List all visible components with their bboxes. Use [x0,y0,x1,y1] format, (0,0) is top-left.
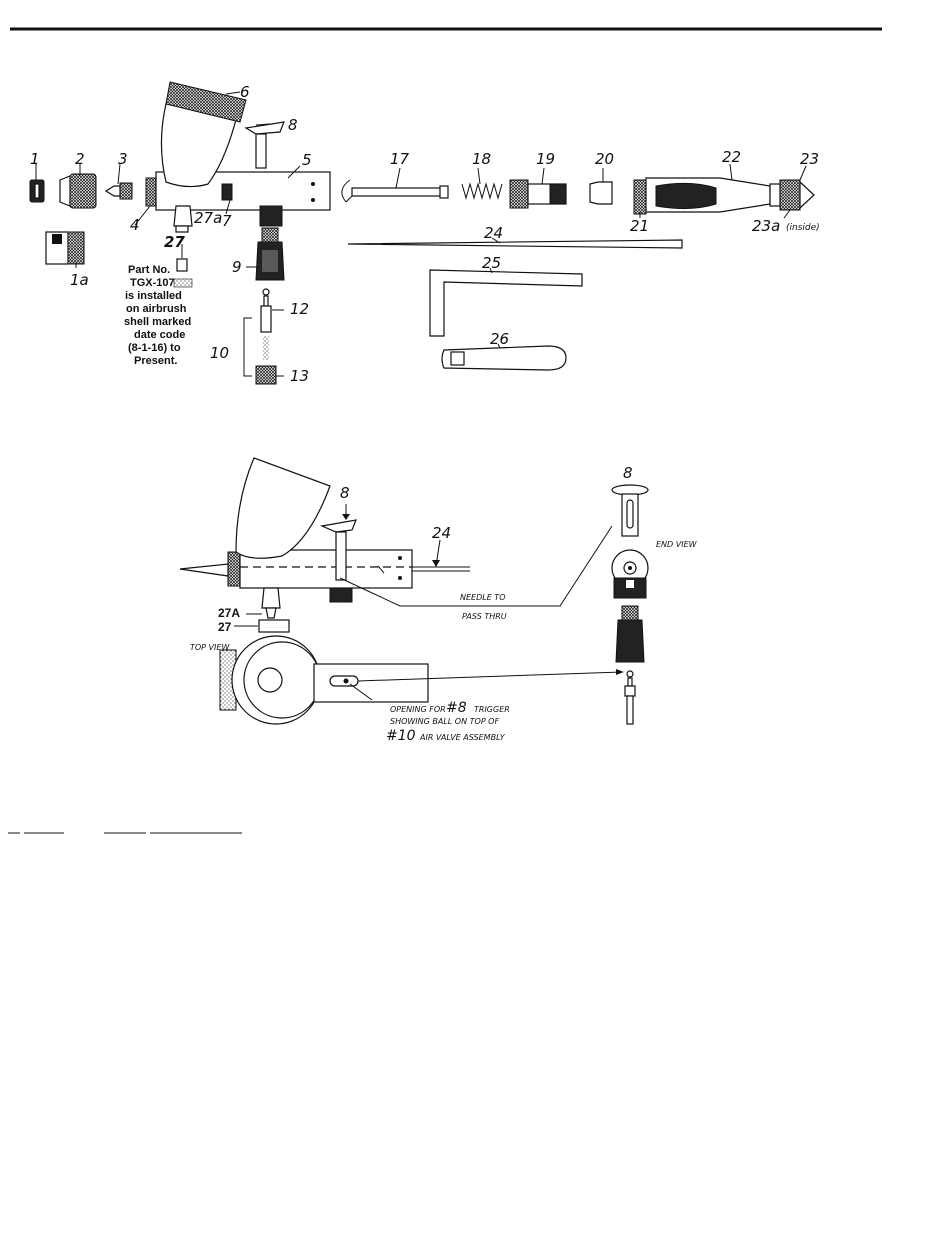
note-line-2: TGX-107 [130,277,175,289]
label-top-view: TOP VIEW [190,643,230,652]
label-opening-3a: #10 [386,728,416,744]
note-line-8: Present. [134,355,177,367]
part-6-color-cup [161,82,246,187]
label-opening-3b: AIR VALVE ASSEMBLY [419,733,506,742]
part-1-nozzle-cap [30,180,44,202]
part-26-wrench [442,346,566,370]
part-9-valve-housing [256,228,284,280]
callout-22: 22 [722,148,741,166]
callout-17: 17 [390,150,410,168]
callout-12: 12 [290,300,309,318]
note-line-7: (8-1-16) to [128,342,181,354]
exploded-view: 1 1a 2 3 4 5 6 7 8 9 10 12 13 17 18 19 2… [30,82,820,385]
callout-8: 8 [288,116,298,134]
part-24-needle [348,240,682,248]
note-line-3: is installed [125,290,182,302]
label-opening-1b: #8 [446,700,467,716]
label-trigger-8: 8 [340,484,350,502]
callout-3: 3 [118,150,128,168]
end-view-parts [612,485,648,724]
part-10-air-valve-assembly [244,289,276,384]
note-line-5: shell marked [124,316,191,328]
label-needle-note-2: PASS THRU [462,612,507,621]
part-19-spring-guide [510,180,566,208]
part-20-needle-chucking-nut [590,182,612,204]
callout-26: 26 [490,330,509,348]
label-opening-2: SHOWING BALL ON TOP OF [390,717,499,726]
part-8-trigger [246,122,284,168]
label-opening-1c: TRIGGER [474,705,510,714]
callout-21: 21 [630,217,649,235]
part-17-needle-chucking-guide [342,180,448,202]
label-27a: 27A [218,606,240,620]
callout-23a-inside: (inside) [786,223,820,233]
assembly-view: 8 24 27A 27 TOP VIEW END VIEW 8 NEEDLE T… [180,458,698,744]
part-3-nozzle [106,183,132,199]
note-line-1: Part No. [128,264,170,276]
label-27: 27 [218,620,232,634]
callout-18: 18 [472,150,491,168]
assembled-airbrush-side [180,458,612,632]
part-2-nozzle-housing [60,174,96,208]
callout-25: 25 [482,254,501,272]
callout-13: 13 [290,367,309,385]
callout-24: 24 [484,224,503,242]
callout-6: 6 [240,83,250,101]
callout-10: 10 [210,344,229,362]
note-line-6: date code [134,329,185,341]
callout-4: 4 [130,216,140,234]
callout-23: 23 [800,150,819,168]
callout-5: 5 [302,151,312,169]
callout-2: 2 [75,150,85,168]
callout-9: 9 [232,258,242,276]
part-18-spring [462,184,502,198]
callout-20: 20 [595,150,614,168]
part-1a-cap [46,232,84,264]
callout-7: 7 [222,212,232,230]
callout-23a: 23a [752,217,780,235]
part-25-hex-wrench [430,270,582,336]
label-end-trigger-8: 8 [623,464,633,482]
callout-19: 19 [536,150,555,168]
part-22-handle [634,178,770,214]
label-opening-1a: OPENING FOR [390,705,446,714]
callout-1a: 1a [70,271,89,289]
label-end-view: END VIEW [656,540,698,549]
label-needle-note-1: NEEDLE TO [460,593,506,602]
callout-27: 27 [164,233,185,251]
label-needle-24: 24 [432,524,451,542]
part-note: Part No. TGX-107 is installed on airbrus… [124,264,192,367]
callout-27a: 27a [194,209,222,227]
part-23-end-cap [770,180,814,210]
note-line-4: on airbrush [126,303,187,315]
callout-1: 1 [30,150,40,168]
